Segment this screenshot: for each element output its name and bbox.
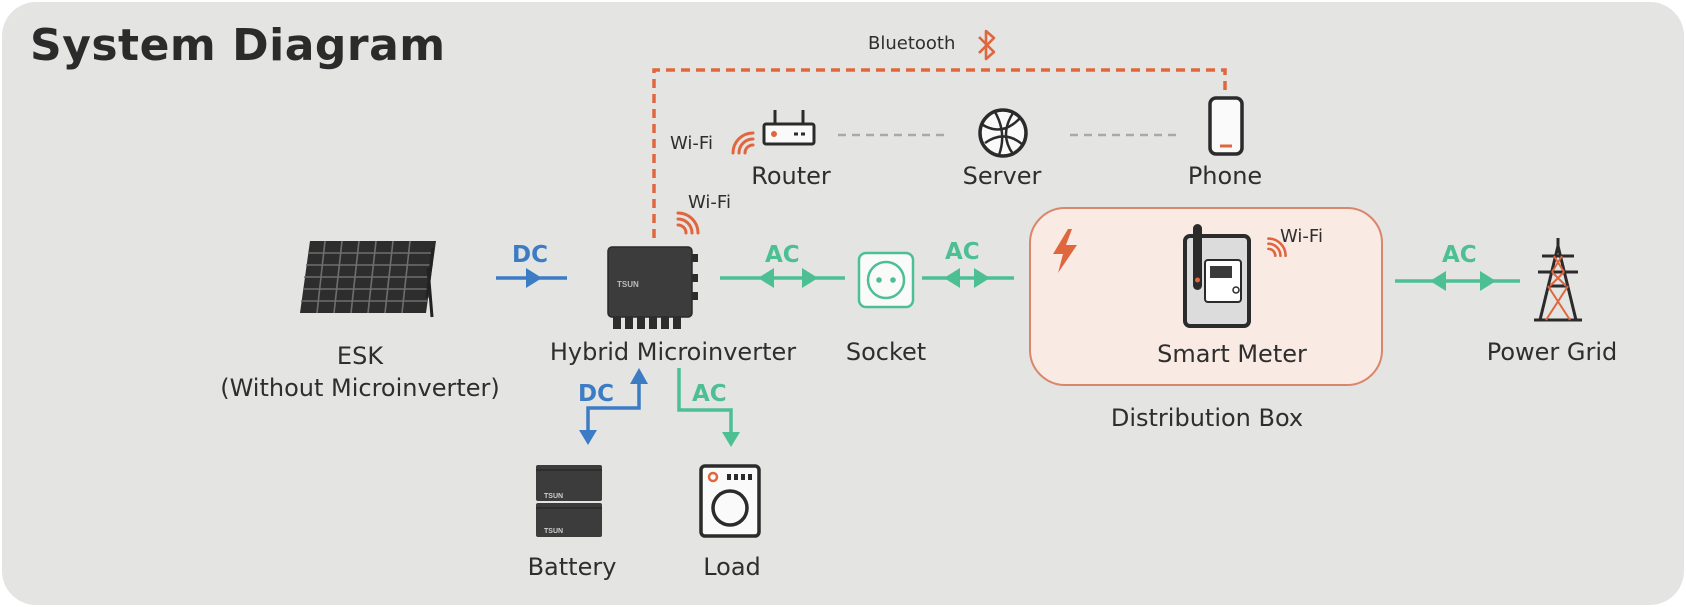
hybrid-microinverter-label: Hybrid Microinverter: [549, 338, 797, 366]
battery-icon: TSUN TSUN: [536, 465, 602, 537]
wifi-inverter-label: Wi-Fi: [688, 192, 731, 213]
ac-socket-box-arrow: [922, 268, 1014, 288]
battery-label: Battery: [527, 553, 617, 581]
dc-esk-label: DC: [512, 242, 548, 268]
esk-label: ESK (Without Microinverter): [200, 340, 520, 404]
wifi-meter-icon: [1267, 237, 1287, 257]
smart-meter-label: Smart Meter: [1157, 340, 1307, 368]
hybrid-microinverter-icon: TSUN: [607, 246, 698, 329]
battery-brand-text-bottom: TSUN: [544, 528, 563, 535]
server-label: Server: [962, 162, 1042, 190]
ac-socket-box-label: AC: [945, 239, 980, 265]
ac-load-label: AC: [692, 381, 727, 407]
socket-label: Socket: [845, 338, 927, 366]
esk-label-line2: (Without Microinverter): [220, 374, 500, 402]
page-title: System Diagram: [30, 20, 446, 71]
washing-machine-icon: [699, 464, 761, 538]
distribution-box-label: Distribution Box: [1110, 404, 1304, 432]
ac-load-arrow: [677, 368, 740, 447]
ac-grid-arrow: [1395, 271, 1520, 291]
bluetooth-label: Bluetooth: [868, 33, 956, 54]
dc-battery-arrow: [579, 368, 648, 445]
socket-icon: [857, 251, 915, 309]
bluetooth-link-line: [652, 68, 1227, 238]
inverter-brand-text: TSUN: [617, 280, 639, 289]
power-grid-label: Power Grid: [1486, 338, 1618, 366]
wifi-meter-label: Wi-Fi: [1280, 226, 1323, 247]
battery-brand-text-top: TSUN: [544, 493, 563, 500]
dc-battery-label: DC: [578, 381, 614, 407]
ac-inverter-socket-arrow: [720, 268, 845, 288]
ac-grid-label: AC: [1442, 242, 1477, 268]
phone-label: Phone: [1187, 162, 1263, 190]
dc-esk-arrow: [496, 268, 567, 288]
router-icon: [762, 110, 816, 146]
power-tower-icon: [1534, 238, 1582, 322]
wifi-router-label: Wi-Fi: [670, 133, 713, 154]
ac-inverter-socket-label: AC: [765, 242, 800, 268]
lightning-icon: [1053, 229, 1077, 273]
bluetooth-icon: [978, 29, 996, 61]
server-globe-icon: [978, 108, 1028, 158]
wifi-router-icon: [731, 131, 755, 155]
load-label: Load: [703, 553, 761, 581]
wifi-inverter-icon: [676, 211, 700, 235]
solar-panel-icon: [300, 240, 436, 318]
smart-meter-icon: [1183, 224, 1251, 328]
phone-icon: [1208, 96, 1244, 156]
esk-label-line1: ESK: [336, 342, 384, 370]
router-label: Router: [751, 162, 831, 190]
